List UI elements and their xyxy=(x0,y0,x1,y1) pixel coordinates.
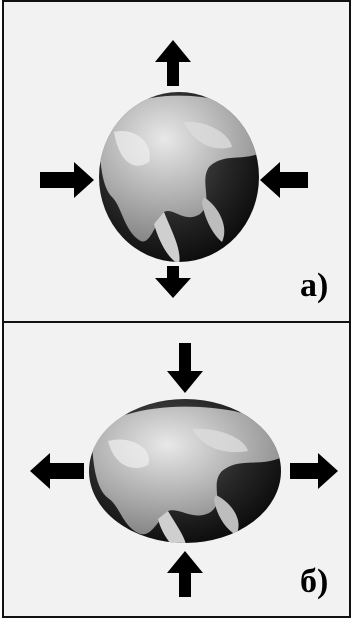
panel-b-drawing xyxy=(30,343,338,597)
arrow-top-inward-icon xyxy=(167,343,203,393)
earth-globe-icon xyxy=(99,92,259,262)
panel-b: б) xyxy=(4,323,349,616)
panel-a-drawing xyxy=(40,40,308,298)
panel-b-label: б) xyxy=(300,563,329,600)
figure-frame: а) xyxy=(2,0,351,618)
arrow-right-outward-icon xyxy=(290,453,338,489)
panel-a-label: а) xyxy=(300,267,329,304)
arrow-left-side-inward-icon xyxy=(40,162,94,198)
arrow-down-icon xyxy=(155,266,191,298)
arrow-bottom-inward-icon xyxy=(167,551,203,597)
arrow-left-outward-icon xyxy=(30,453,84,489)
earth-globe-icon xyxy=(89,399,281,543)
arrow-right-side-inward-icon xyxy=(260,162,308,198)
panel-a: а) xyxy=(4,2,349,323)
arrow-up-icon xyxy=(155,40,191,86)
